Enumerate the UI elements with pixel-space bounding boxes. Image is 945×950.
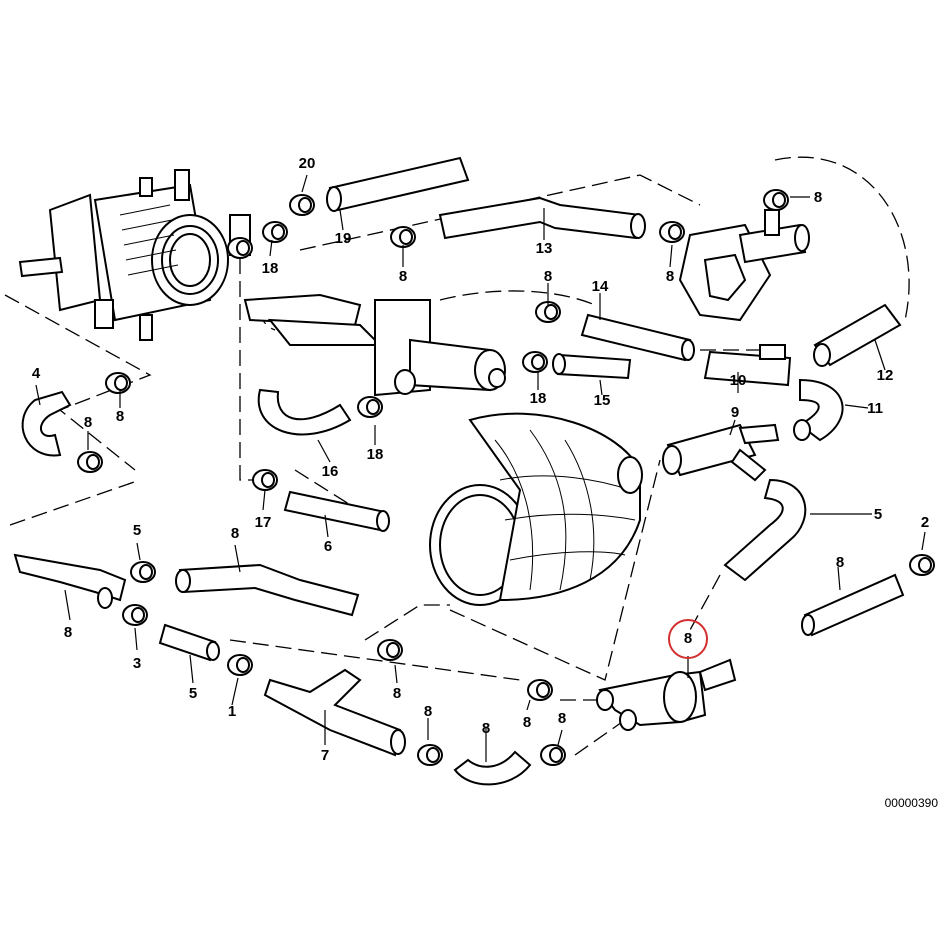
hose-clamp-inner <box>531 354 545 370</box>
callout-8: 8 <box>393 685 401 702</box>
hose-clamp-inner <box>918 557 932 573</box>
hose-clamps <box>77 189 935 766</box>
callout-8: 8 <box>814 189 822 206</box>
reference-code: 00000390 <box>885 796 939 810</box>
callout-8: 8 <box>64 624 72 641</box>
callout-13: 13 <box>536 240 553 257</box>
callout-8: 8 <box>544 268 552 285</box>
callout-10: 10 <box>730 372 747 389</box>
callout-14: 14 <box>592 278 609 295</box>
callout-16: 16 <box>322 463 339 480</box>
hose-clamp-inner <box>549 747 563 763</box>
hose-clamp-inner <box>236 657 250 673</box>
callout-12: 12 <box>877 367 894 384</box>
callout-11: 11 <box>867 400 883 417</box>
hose-clamp-inner <box>271 224 285 240</box>
callout-8: 8 <box>116 408 124 425</box>
callout-18: 18 <box>530 390 547 407</box>
highlight-circle <box>668 619 708 659</box>
callout-7: 7 <box>321 747 329 764</box>
hose-clamp-inner <box>386 642 400 658</box>
intake-boot-part <box>429 412 643 606</box>
callout-18: 18 <box>367 446 384 463</box>
callout-2: 2 <box>921 514 929 531</box>
callout-5: 5 <box>133 522 141 539</box>
hose-clamp-inner <box>86 454 100 470</box>
callout-8: 8 <box>523 714 531 731</box>
callout-4: 4 <box>32 365 41 382</box>
callout-20: 20 <box>299 155 316 172</box>
callout-15: 15 <box>594 392 611 409</box>
hose-clamp-inner <box>261 472 275 488</box>
callout-6: 6 <box>324 538 332 555</box>
throttle-body-part <box>18 169 251 341</box>
hoses <box>13 156 905 786</box>
hose-clamp-inner <box>544 304 558 320</box>
callout-8: 8 <box>482 720 490 737</box>
callout-8: 8 <box>84 414 92 431</box>
callout-5: 5 <box>874 506 882 523</box>
callout-1: 1 <box>228 703 236 720</box>
hose-clamp-inner <box>426 747 440 763</box>
callout-8: 8 <box>558 710 566 727</box>
callout-3: 3 <box>133 655 141 672</box>
callout-8: 8 <box>424 703 432 720</box>
valve-housing-part <box>678 209 810 322</box>
callout-8: 8 <box>666 268 674 285</box>
hose-clamp-inner <box>139 564 153 580</box>
callout-8: 8 <box>836 554 844 571</box>
callout-9: 9 <box>731 404 739 421</box>
hose-clamp-inner <box>236 240 250 256</box>
hose-clamp-inner <box>399 229 413 245</box>
callout-17: 17 <box>255 514 272 531</box>
callout-8: 8 <box>399 268 407 285</box>
callout-18: 18 <box>262 260 279 277</box>
hose-clamp-inner <box>114 375 128 391</box>
callout-8: 8 <box>231 525 239 542</box>
leader-lines <box>35 174 926 762</box>
idle-valve-part <box>243 293 506 397</box>
hose-clamp-inner <box>131 607 145 623</box>
callout-5: 5 <box>189 685 197 702</box>
dashed-routing-lines <box>4 156 910 756</box>
hose-clamp-inner <box>298 197 312 213</box>
hose-clamp-inner <box>668 224 682 240</box>
hose-clamp-inner <box>366 399 380 415</box>
callout-19: 19 <box>335 230 352 247</box>
callout-8: 8 <box>684 630 692 647</box>
hose-clamp-inner <box>772 192 786 208</box>
hose-clamp-inner <box>536 682 550 698</box>
